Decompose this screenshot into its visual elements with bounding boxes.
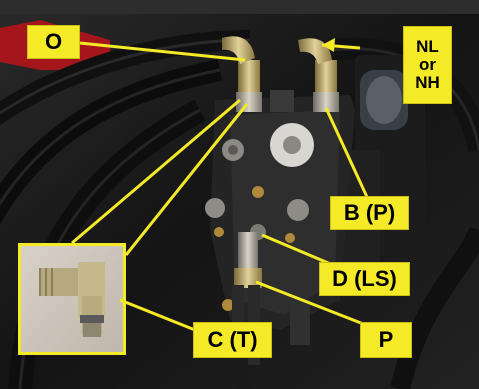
label-c-t: C (T) <box>193 322 272 358</box>
label-d-ls: D (LS) <box>319 262 410 296</box>
label-or: or <box>419 55 436 75</box>
fitting-inset-frame <box>18 243 126 355</box>
label-b-p: B (P) <box>330 196 409 230</box>
label-nh: NH <box>415 72 440 92</box>
label-nl: NL <box>416 37 439 57</box>
label-nl-or-nh: NL or NH <box>403 26 452 104</box>
label-o: O <box>27 25 80 59</box>
label-p: P <box>360 322 412 358</box>
